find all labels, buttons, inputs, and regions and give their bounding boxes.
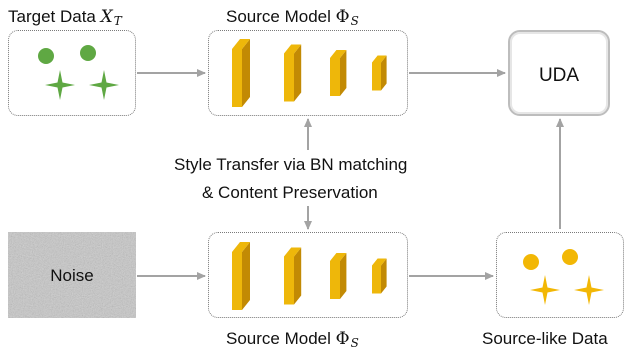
source-model-bottom-label: Source Model ΦS — [226, 329, 359, 350]
layer-block-top-1 — [232, 242, 250, 252]
network-layers-bottom — [232, 242, 387, 310]
layer-block-top-2 — [284, 247, 302, 257]
source-model-bottom-box — [208, 232, 408, 318]
layer-block-top-1 — [232, 39, 250, 49]
layer-block-side-2 — [294, 44, 302, 102]
layer-block-front-3 — [330, 261, 340, 299]
uda-label: UDA — [538, 65, 580, 86]
source-like-data-box — [496, 232, 624, 318]
layer-block-top-4 — [372, 55, 387, 63]
noise-label: Noise — [50, 266, 94, 285]
style-transfer-line2: & Content Preservation — [202, 183, 378, 202]
layer-block-top-3 — [330, 253, 347, 261]
layer-block-side-4 — [381, 55, 387, 91]
layer-block-side-4 — [381, 258, 387, 294]
layer-block-front-2 — [284, 256, 294, 305]
layer-block-front-4 — [372, 62, 381, 91]
gold-star-2 — [574, 275, 604, 305]
layer-block-side-1 — [242, 39, 250, 107]
uda-box: UDA — [508, 30, 610, 116]
style-transfer-line1: Style Transfer via BN matching — [174, 155, 408, 174]
layer-block-side-3 — [340, 50, 347, 96]
source-model-top-box — [208, 30, 408, 116]
layer-block-top-3 — [330, 50, 347, 58]
green-circle-2 — [80, 45, 96, 61]
layer-block-side-1 — [242, 242, 250, 310]
layer-block-front-1 — [232, 49, 242, 107]
layer-block-front-2 — [284, 53, 294, 102]
gold-circle-1 — [523, 254, 539, 270]
layer-block-side-3 — [340, 253, 347, 299]
target-data-label: Target Data XT — [8, 7, 122, 28]
source-like-data-label: Source-like Data — [482, 329, 608, 348]
green-circle-1 — [38, 48, 54, 64]
network-layers-top — [232, 39, 387, 107]
noise-box: Noise — [8, 232, 136, 318]
gold-star-1 — [530, 275, 560, 305]
green-star-1 — [45, 70, 75, 100]
gold-circle-2 — [562, 249, 578, 265]
layer-block-front-3 — [330, 58, 340, 96]
noise-texture — [8, 232, 136, 318]
layer-block-front-1 — [232, 252, 242, 310]
layer-block-side-2 — [294, 247, 302, 305]
target-data-box — [8, 30, 136, 116]
green-star-2 — [89, 70, 119, 100]
source-model-top-label: Source Model ΦS — [226, 7, 359, 28]
layer-block-top-4 — [372, 258, 387, 266]
layer-block-top-2 — [284, 44, 302, 54]
layer-block-front-4 — [372, 265, 381, 294]
